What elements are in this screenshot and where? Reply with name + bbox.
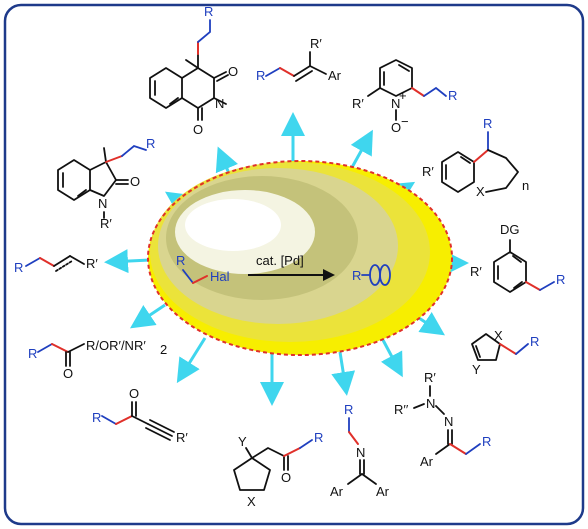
fused-ring-n: n bbox=[522, 178, 529, 193]
fused-ring-r: R bbox=[483, 116, 492, 131]
arrow-to-carbonyl bbox=[130, 303, 166, 329]
isoquinolinedione-n: N bbox=[215, 96, 224, 111]
arrow-to-imine bbox=[331, 351, 356, 396]
fused-ring-x: X bbox=[476, 184, 485, 199]
carbonyl-sub2: 2 bbox=[160, 342, 167, 357]
substrate-r: R bbox=[176, 253, 185, 268]
substrate-x: Hal bbox=[210, 269, 230, 284]
hydrazone-ar: Ar bbox=[420, 454, 434, 469]
cyclic-ketone-r: R bbox=[314, 430, 323, 445]
product-isoquinolinedione: R O O N bbox=[149, 4, 238, 137]
imine-n: N bbox=[356, 445, 365, 460]
carbonyl-o: O bbox=[63, 366, 73, 381]
product-fused-ring: R X R′ n bbox=[422, 116, 529, 199]
product-imine: R N Ar Ar bbox=[330, 402, 390, 499]
styrene-r2: R′ bbox=[310, 36, 322, 51]
arrow-to-hydrazone bbox=[380, 339, 403, 378]
imine-ar2: Ar bbox=[376, 484, 390, 499]
arene-dg-dg: DG bbox=[500, 222, 520, 237]
heteroarene-r: R bbox=[530, 334, 539, 349]
product-arene-dg: DG R R′ bbox=[470, 222, 565, 293]
imine-ar1: Ar bbox=[330, 484, 344, 499]
ynone-o: O bbox=[129, 386, 139, 401]
ynone-r: R bbox=[92, 410, 101, 425]
ynone-r2: R′ bbox=[176, 430, 188, 445]
arene-dg-r2: R′ bbox=[470, 264, 482, 279]
hydrazone-r2: R′′ bbox=[394, 402, 409, 417]
isoquinolinedione-o1: O bbox=[228, 64, 238, 79]
isoquinolinedione-o2: O bbox=[193, 122, 203, 137]
alkene-r1: R bbox=[14, 260, 23, 275]
hydrazone-r1: R′ bbox=[424, 370, 436, 385]
pyridine-oxide-plus: + bbox=[399, 88, 407, 103]
heteroarene-x: X bbox=[494, 328, 503, 343]
arrow-to-alkene bbox=[104, 249, 151, 274]
pyridine-oxide-minus: − bbox=[401, 114, 409, 129]
product-hydrazone: R′ N R′′ N Ar R bbox=[394, 370, 491, 469]
oxindole-r2: R′ bbox=[100, 216, 112, 231]
product-alkene: R R′ bbox=[14, 255, 98, 275]
cyclic-ketone-x: X bbox=[247, 494, 256, 509]
product-cyclic-ketone: X Y O R bbox=[233, 430, 323, 509]
oxindole-r: R bbox=[146, 136, 155, 151]
catalyst-label: cat. [Pd] bbox=[256, 253, 304, 268]
product-styrene: R R′ Ar bbox=[256, 36, 342, 83]
hydrazone-r: R bbox=[482, 434, 491, 449]
styrene-ar: Ar bbox=[328, 68, 342, 83]
imine-r: R bbox=[344, 402, 353, 417]
product-carbonyl: R O R/OR′/NR′ 2 bbox=[28, 338, 167, 381]
pyridine-oxide-o: O bbox=[391, 120, 401, 135]
hydrazone-n1: N bbox=[426, 396, 435, 411]
product-ynone: R O R′ bbox=[92, 386, 188, 445]
cyclic-ketone-o: O bbox=[281, 470, 291, 485]
arene-dg-r: R bbox=[556, 272, 565, 287]
alkene-r2: R′ bbox=[86, 256, 98, 271]
p-orbital-icon bbox=[369, 264, 391, 286]
carbonyl-sub: R/OR′/NR′ bbox=[86, 338, 146, 353]
intermediate-r: R bbox=[352, 268, 361, 283]
carbonyl-r: R bbox=[28, 346, 37, 361]
pyridine-oxide-r2: R bbox=[448, 88, 457, 103]
product-heteroarene: X Y R bbox=[471, 328, 539, 377]
cyclic-ketone-y: Y bbox=[238, 434, 247, 449]
arrow-to-ynone bbox=[176, 337, 207, 384]
dashed-ring bbox=[147, 160, 453, 356]
center-reaction: R Hal cat. [Pd] R bbox=[176, 253, 391, 286]
styrene-r1: R bbox=[256, 68, 265, 83]
oxindole-o: O bbox=[130, 174, 140, 189]
oxindole-n: N bbox=[98, 196, 107, 211]
pyridine-oxide-n: N bbox=[391, 96, 400, 111]
hydrazone-n2: N bbox=[444, 414, 453, 429]
product-oxindole: R O N R′ bbox=[57, 136, 155, 231]
heteroarene-y: Y bbox=[472, 362, 481, 377]
isoquinolinedione-r: R bbox=[204, 4, 213, 19]
central-oval bbox=[147, 160, 453, 356]
pyridine-oxide-r1: R′ bbox=[352, 96, 364, 111]
product-pyridine-oxide: R′ R N + O − bbox=[352, 59, 457, 135]
fused-ring-r2: R′ bbox=[422, 164, 434, 179]
